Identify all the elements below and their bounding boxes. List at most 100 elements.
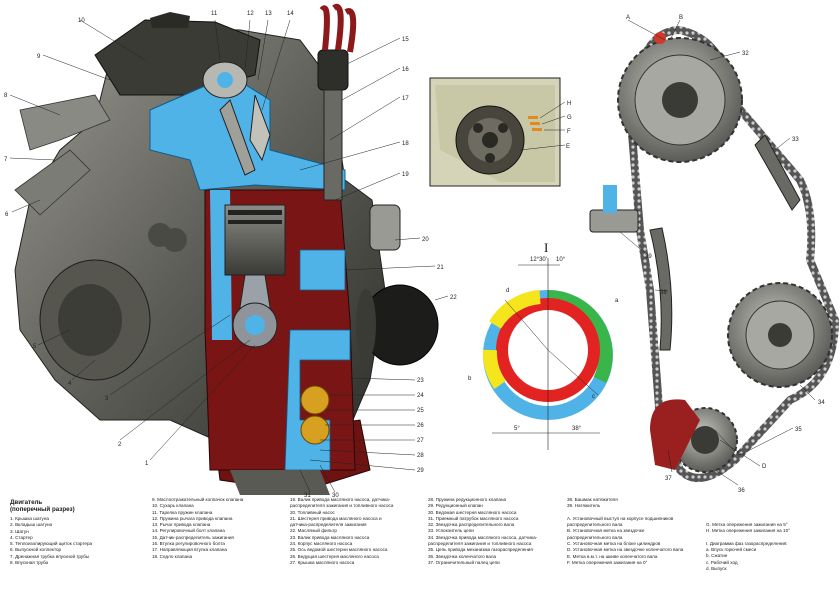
legend-item: 17. Направляющая втулка клапана (152, 547, 227, 553)
legend-item: 5. Теплоизолирующий щиток стартера (10, 541, 93, 547)
diagram-roman-label: I (544, 240, 548, 255)
legend-item: 14. Регулировочный болт клапана (152, 528, 225, 534)
legend-item: 9. Маслоотражательный колпачок клапана (152, 497, 244, 502)
legend-item: 34. Звездочка привода масляного насоса, … (428, 534, 538, 540)
legend-item: 30. Ведомая шестерня масляного насоса (428, 509, 517, 515)
callout-28: 28 (417, 453, 424, 459)
legend-item: 8. Впускная труба (10, 560, 49, 566)
legend-column-3: 19. Валик привода масляного насоса, датч… (290, 497, 393, 566)
callout-leaders (9, 19, 816, 493)
callout-20: 20 (422, 237, 429, 243)
callout-B: B (679, 15, 683, 21)
callout-2: 2 (118, 442, 122, 448)
callout-26: 26 (417, 423, 424, 429)
figure-title: Двигатель (поперечный разрез) (10, 499, 75, 513)
angle-label-top-left: 12°30' (530, 257, 547, 263)
legend-item: 1. Крышка шатуна (10, 516, 49, 521)
legend-item: c. Рабочий ход (706, 559, 738, 565)
arc-label-c: c (592, 394, 595, 400)
legend-item: F. Метка опережения зажигания на 0° (567, 559, 648, 565)
legend-item: 33. Успокоитель цепи (428, 528, 474, 534)
legend-item: распределителя зажигания и топливного на… (290, 503, 394, 509)
callout-27: 27 (417, 438, 424, 444)
legend-item: 20. Топливный насос (290, 509, 335, 515)
legend-item: 21. Шестерня привода масляного насоса и (290, 515, 382, 521)
callout-33: 33 (792, 137, 799, 143)
legend-column-5: 38. Башмак натяжителя 39. Натяжитель A. … (567, 497, 683, 566)
callout-21: 21 (437, 265, 444, 271)
callout-18: 18 (402, 141, 409, 147)
arc-label-d: d (506, 288, 509, 294)
legend-item: 31. Приемный патрубок масляного насоса (428, 515, 519, 521)
callout-34: 34 (818, 400, 825, 406)
legend-column-4: 28. Пружина редукционного клапана 29. Ре… (428, 497, 537, 566)
legend-item: 6. Выпускной коллектор (10, 547, 62, 553)
legend-item: 25. Ось ведомой шестерни масляного насос… (290, 547, 388, 553)
callout-37: 37 (665, 476, 672, 482)
callout-22: 22 (450, 295, 457, 301)
legend-item: 37. Ограничительный палец цепи (428, 559, 500, 565)
angle-label-bottom-right: 38° (572, 426, 582, 432)
callout-C: C (737, 451, 742, 457)
callout-29: 29 (417, 468, 424, 474)
callout-H: H (567, 101, 571, 107)
callout-7: 7 (4, 157, 8, 163)
callout-14: 14 (287, 11, 294, 17)
legend-item: 28. Пружина редукционного клапана (428, 497, 507, 502)
callout-A: A (626, 15, 630, 21)
callout-10: 10 (78, 18, 85, 24)
callout-4: 4 (68, 381, 72, 387)
callout-13: 13 (265, 11, 272, 17)
legend-item: распределительного вала (567, 534, 623, 540)
legend-item: 22. Масляный фильтр (290, 528, 337, 534)
callout-24: 24 (417, 393, 424, 399)
callout-letters: A B C D E F G H (566, 15, 767, 470)
legend-item: D. Установочная метка на звездочке колен… (567, 547, 684, 553)
callout-36: 36 (738, 488, 745, 494)
callout-38: 38 (660, 290, 667, 296)
legend-item: 3. Шатун (10, 528, 29, 534)
legend-column-1: 1. Крышка шатуна 2. Вкладыш шатуна 3. Ша… (10, 516, 92, 566)
pulley-marks-inset (429, 77, 561, 187)
arc-label-a: a (615, 298, 619, 304)
legend-item: 18. Седло клапана (152, 553, 193, 559)
callout-30: 30 (332, 493, 339, 499)
legend-item: H. Метка опережения зажигания на 10° (706, 528, 790, 534)
callout-12: 12 (247, 11, 254, 17)
callout-8: 8 (4, 93, 8, 99)
legend-item: 23. Валик привода масляного насоса (290, 534, 370, 540)
callout-E: E (566, 144, 570, 150)
callout-16: 16 (402, 67, 409, 73)
figure-title-line2: (поперечный разрез) (10, 506, 75, 513)
callout-3: 3 (105, 396, 109, 402)
legend-item: C. Установочная метка на блоке цилиндров (567, 541, 661, 547)
legend-item: 19. Валик привода масляного насоса, датч… (290, 497, 391, 502)
legend-item: 24. Корпус масляного насоса (290, 541, 353, 547)
legend-item: 13. Рычаг привода клапана (152, 522, 211, 528)
legend-item: A. Установочный выступ на корпусе подшип… (567, 515, 674, 521)
legend-item: 15. Датчик-распределитель зажигания (152, 534, 234, 540)
legend-item: B. Установочная метка на звездочке (567, 528, 645, 534)
callout-17: 17 (402, 96, 409, 102)
legend-item: I. Диаграмма фаз газораспределения: (706, 540, 788, 546)
callout-9: 9 (37, 54, 41, 60)
callout-25: 25 (417, 408, 424, 414)
legend-item: E. Метка в.м.т. на шкиве коленчатого вал… (567, 553, 658, 559)
valve-timing-diagram: I 12°30' 10° 5° 38° a b c d (468, 240, 619, 450)
arc-label-b: b (468, 376, 472, 382)
legend-item: датчика-распределителя зажигания (290, 522, 367, 528)
engine-cross-section-illustration: I 12°30' 10° 5° 38° a b c d (4, 3, 840, 499)
legend-item: 11. Тарелка пружин клапана (152, 509, 213, 515)
legend-item: 2. Вкладыш шатуна (10, 522, 53, 528)
callout-F: F (567, 129, 571, 135)
timing-chain-drive (589, 25, 840, 482)
callout-6: 6 (5, 212, 9, 218)
legend-item: 29. Редукционный клапан (428, 503, 483, 509)
legend-item: 12. Пружина рычага привода клапана (152, 515, 233, 521)
callout-5: 5 (33, 344, 37, 350)
legend-item: 36. Звездочка коленчатого вала (428, 553, 497, 559)
legend-item: 7. Дренажная трубка впускной трубы (10, 553, 90, 559)
figure-title-line1: Двигатель (10, 499, 43, 506)
legend-item: распределительного вала (567, 522, 623, 528)
callout-39: 39 (645, 254, 652, 260)
